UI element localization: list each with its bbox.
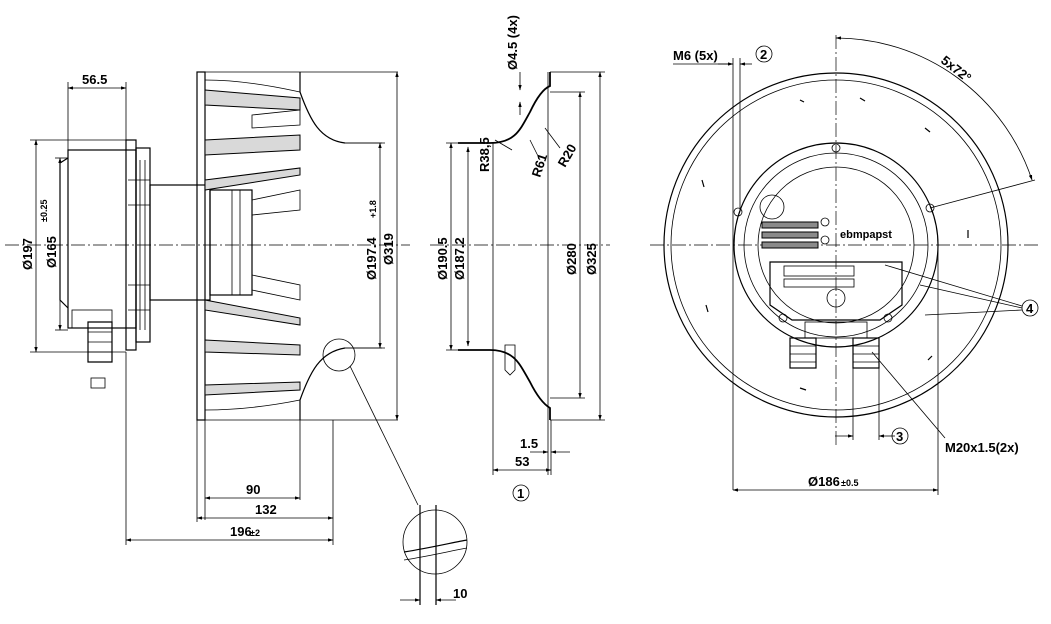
dim-197: Ø197 <box>20 238 35 270</box>
front-view: ebmpapst M6 (5x) 2 5x72° <box>650 35 1040 495</box>
callout-2-circle <box>755 45 773 63</box>
dim-4-5: Ø4.5 (4x) <box>505 15 520 70</box>
dim-90: 90 <box>246 482 260 497</box>
side-view: 10 56.5 Ø197 Ø165 ±0.25 Ø197.4 +1 <box>5 71 467 605</box>
backplate <box>196 71 206 421</box>
impeller-blades <box>204 79 301 411</box>
dim-r61: R61 <box>529 152 551 179</box>
impeller-hub <box>149 184 253 301</box>
cable-gland-marker <box>90 377 106 389</box>
m6-label: M6 (5x) <box>673 48 718 63</box>
angle-arc <box>835 36 1033 181</box>
cable-glands <box>789 321 880 369</box>
callout-3: 3 <box>896 429 903 444</box>
detail-circle <box>322 338 356 372</box>
side-dimensions: 56.5 Ø197 Ø165 ±0.25 Ø197.4 +1.8 Ø319 <box>20 71 399 545</box>
callout-2: 2 <box>760 47 767 62</box>
dim-186: Ø186 <box>808 474 840 489</box>
dim-53: 53 <box>515 454 529 469</box>
ring-profile-top <box>458 72 551 144</box>
callout-4-circle <box>1021 299 1039 317</box>
dim-r38-5: R38,5 <box>477 137 492 172</box>
brand-label: ebmpapst <box>840 229 892 241</box>
dim-56-5: 56.5 <box>82 72 107 87</box>
dim-1-5: 1.5 <box>520 436 538 451</box>
dim-197-4: Ø197.4 <box>364 237 379 280</box>
dim-186-tol: ±0.5 <box>841 478 858 488</box>
dim-187-2: Ø187.2 <box>452 237 467 280</box>
callout-3-circle <box>891 427 909 445</box>
callout-4: 4 <box>1026 301 1034 316</box>
dim-132: 132 <box>255 502 277 517</box>
terminal-box <box>759 194 903 321</box>
dim-165-tol: ±0.25 <box>39 200 49 222</box>
callout-1: 1 <box>517 486 524 501</box>
dim-10: 10 <box>453 586 467 601</box>
dim-196-tol: ±2 <box>250 528 260 538</box>
inlet-ring-view: Ø4.5 (4x) R38,5 R61 R20 Ø190.5 Ø187.2 Ø2… <box>430 15 610 502</box>
m20-label: M20x1.5(2x) <box>945 440 1019 455</box>
dim-196: 196 <box>230 524 252 539</box>
ring-screw <box>504 344 516 376</box>
ring-profile-bottom <box>458 349 551 420</box>
dim-165: Ø165 <box>44 236 59 268</box>
dim-325: Ø325 <box>584 243 599 275</box>
dim-319: Ø319 <box>381 233 396 265</box>
detail-view: 10 <box>400 505 467 605</box>
callout-1-circle <box>512 484 530 502</box>
dim-190-5: Ø190.5 <box>435 237 450 280</box>
angle-label: 5x72° <box>938 53 974 86</box>
motor-body <box>59 139 151 389</box>
dim-197-4-tol: +1.8 <box>368 200 378 218</box>
dim-280: Ø280 <box>564 243 579 275</box>
